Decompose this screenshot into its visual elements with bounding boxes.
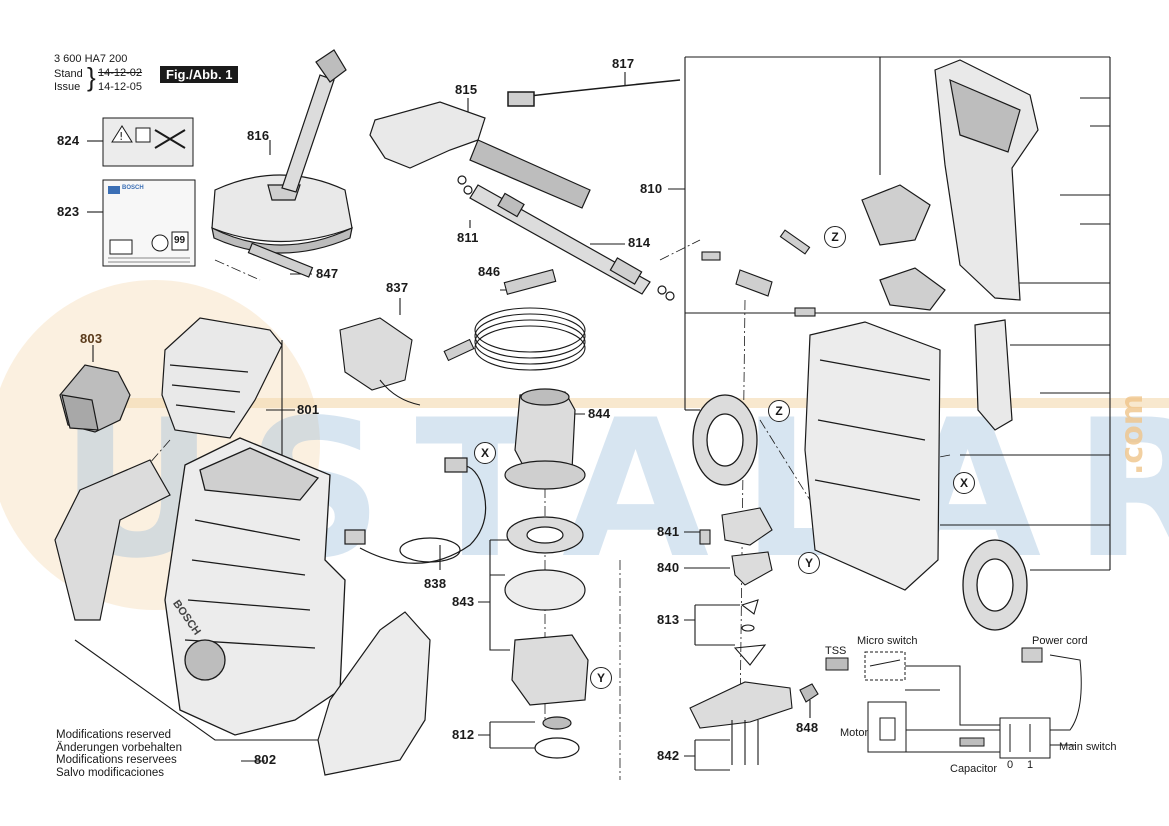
issue-label: Issue (54, 81, 81, 93)
part-label-811: 811 (457, 230, 479, 245)
watermark-band (120, 398, 1169, 408)
wiring-motor-label: Motor (840, 727, 869, 739)
figure-label: Fig./Abb. 1 (160, 66, 239, 83)
stand-date: 14-12-02 (98, 67, 143, 79)
part-label-846: 846 (478, 264, 501, 279)
leader-813 (684, 604, 740, 646)
part-803-holder (59, 364, 131, 433)
leader-843 (478, 539, 510, 651)
marker-x-frame: X (953, 472, 975, 494)
part-label-843: 843 (452, 594, 475, 609)
issue-date: 14-12-05 (98, 81, 143, 93)
leader-812 (478, 721, 535, 749)
part-label-801: 801 (297, 402, 320, 417)
part-837-switch (339, 317, 421, 406)
part-label-810: 810 (640, 181, 663, 196)
part-label-803: 803 (80, 331, 103, 346)
label-823-brand: BOSCH (122, 185, 144, 191)
part-811-lance (457, 175, 675, 301)
note-line: Modifications reserved (56, 729, 172, 741)
marker-y-pump: Y (590, 667, 612, 689)
part-838-cord (344, 457, 487, 564)
part-810-small-parts (701, 229, 816, 317)
part-802-base (317, 611, 431, 776)
part-side-panel-left (54, 459, 171, 621)
wiring-pos-1-label: 1 (1027, 759, 1034, 771)
wiring-pos-0-label: 0 (1007, 759, 1014, 771)
part-815-trigger-gun (369, 101, 591, 209)
part-label-840: 840 (657, 560, 680, 575)
part-823-rating-label (102, 179, 196, 267)
doc-number: 3 600 HA7 200 (54, 53, 128, 65)
part-824-warning-label: ! (102, 117, 194, 167)
part-label-842: 842 (657, 748, 680, 763)
part-810-handle (934, 59, 1039, 301)
part-label-813: 813 (657, 612, 680, 627)
part-848-cap (799, 683, 819, 703)
part-817-hose (507, 79, 681, 107)
part-812-seals (534, 716, 580, 759)
part-816-surface-cleaner (211, 49, 353, 278)
part-label-802: 802 (254, 752, 277, 767)
part-label-824: 824 (57, 133, 80, 148)
part-label-823: 823 (57, 204, 80, 219)
wiring-main-switch-label: Main switch (1059, 741, 1117, 753)
note-line: Änderungen vorbehalten (56, 741, 182, 754)
marker-z-frame: Z (768, 400, 790, 422)
part-844-motor (504, 388, 586, 490)
part-801-upper-shell (161, 317, 283, 439)
wiring-capacitor-label: Capacitor (950, 763, 998, 775)
part-label-812: 812 (452, 727, 475, 742)
part-810-wheels (692, 394, 1028, 631)
wiring-micro-switch-label: Micro switch (857, 635, 918, 647)
label-823-rating: 99 (174, 235, 186, 246)
part-841-valve-head (699, 507, 773, 546)
wiring-diagram (825, 647, 1082, 759)
marker-z-upper: Z (824, 226, 846, 248)
part-label-837: 837 (386, 280, 409, 295)
header-brace: } (87, 62, 96, 92)
part-label-844: 844 (588, 406, 611, 421)
marker-x-upper: X (474, 442, 496, 464)
part-810-clamps (861, 184, 1013, 431)
stand-label: Stand (54, 68, 83, 80)
part-813-orings (733, 599, 767, 666)
modifications-notes: Modifications reserved Änderungen vorbeh… (56, 729, 182, 779)
part-label-816: 816 (247, 128, 270, 143)
part-label-848: 848 (796, 720, 819, 735)
part-housing-front (164, 437, 346, 736)
leader-842 (684, 739, 730, 771)
wiring-tss-label: TSS (825, 645, 847, 657)
note-line: Modifications reservees (56, 754, 177, 766)
part-label-841: 841 (657, 524, 680, 539)
part-840-valve-body (731, 551, 773, 586)
part-842-outlet (689, 681, 793, 765)
part-label-838: 838 (424, 576, 447, 591)
part-810-frame (804, 321, 941, 591)
svg-text:!: ! (119, 130, 123, 143)
part-label-815: 815 (455, 82, 478, 97)
part-label-814: 814 (628, 235, 651, 250)
part-846-hose-coil (443, 269, 586, 371)
part-843-pump-plates (504, 516, 589, 706)
wiring-power-cord-label: Power cord (1032, 635, 1088, 647)
marker-y-frame: Y (798, 552, 820, 574)
part-label-817: 817 (612, 56, 635, 71)
part-label-847: 847 (316, 266, 339, 281)
note-line: Salvo modificaciones (56, 766, 165, 779)
